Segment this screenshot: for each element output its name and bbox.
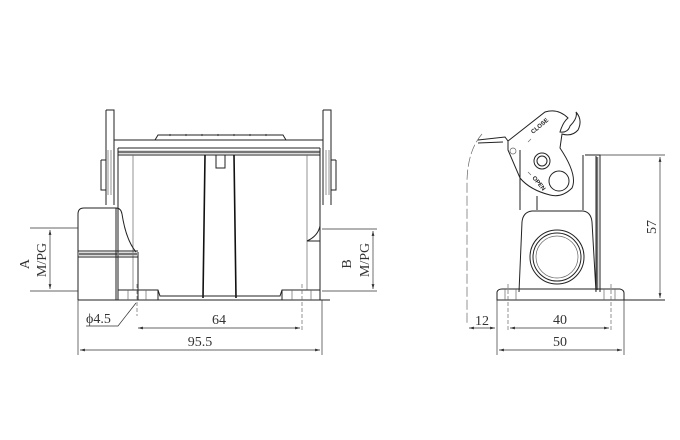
dim-offset: 12 (475, 314, 489, 329)
front-dimensions: A M/PG B M/PG ϕ4.5 64 95.5 (18, 227, 377, 355)
dim-b-letter: B (340, 259, 355, 268)
dim-a-letter: A (18, 258, 33, 269)
dim-a-thread: M/PG (35, 243, 50, 277)
side-view: CLOSE OPEN (466, 110, 665, 330)
lever-close-label: CLOSE (530, 118, 550, 136)
front-view (77, 109, 337, 330)
dim-height: 57 (645, 220, 660, 234)
side-dimensions: 57 12 40 50 (469, 154, 665, 355)
lever-open-label: OPEN (530, 175, 546, 192)
dim-b-thread: M/PG (358, 243, 373, 277)
dim-overall-width: 95.5 (188, 335, 213, 350)
dim-base-width: 50 (553, 335, 567, 350)
dim-side-hole-spacing: 40 (553, 313, 567, 328)
dim-hole-spacing: 64 (212, 313, 226, 328)
dim-hole-diameter: ϕ4.5 (86, 312, 111, 327)
